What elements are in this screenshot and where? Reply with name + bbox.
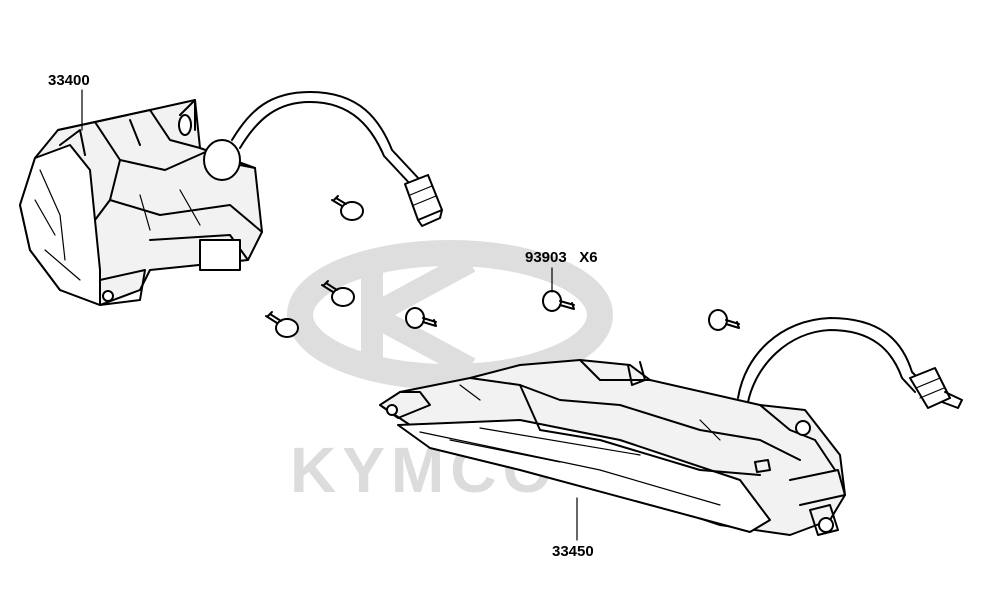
callout-screw-label: 93903 X6 <box>525 249 598 266</box>
left-lamp-cable <box>231 91 443 227</box>
screw-icon <box>265 311 299 338</box>
screw-icon <box>331 195 364 221</box>
callout-left-lamp-label: 33400 <box>48 72 90 89</box>
screw-icon <box>708 309 740 331</box>
right-headlamp-assembly <box>379 359 846 536</box>
connector-icon <box>909 367 963 409</box>
connector-icon <box>404 174 443 227</box>
callout-left-lamp: 33400 <box>48 72 90 131</box>
left-headlamp-assembly <box>19 99 263 306</box>
screw-icon <box>321 280 355 307</box>
right-lamp-cable <box>737 317 963 409</box>
screw-icon <box>542 290 575 312</box>
screw-icon <box>405 307 437 329</box>
callout-right-lamp: 33450 <box>552 497 594 560</box>
callout-right-lamp-label: 33450 <box>552 543 594 560</box>
callout-screw: 93903 X6 <box>525 249 598 293</box>
